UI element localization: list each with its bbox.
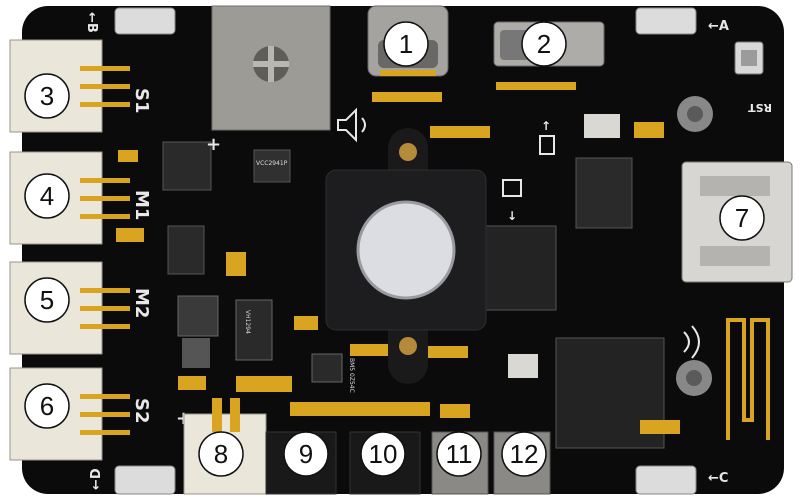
corner-connector-bottom-right <box>635 465 697 495</box>
callouts: 1 2 3 4 5 6 7 8 <box>24 21 765 477</box>
left-connectors <box>9 39 130 461</box>
callout-3-label: 3 <box>40 81 54 111</box>
side-label-s1: S1 <box>131 88 152 114</box>
crystal-top <box>584 114 620 138</box>
side-label-m1: M1 <box>131 190 152 220</box>
callout-1-label: 1 <box>399 29 413 59</box>
callout-10: 10 <box>360 431 406 477</box>
chip-vcc-label: VCC2941P <box>256 160 288 167</box>
callout-10-label: 10 <box>369 439 398 469</box>
corner-label-b: ←B <box>84 12 99 33</box>
corner-connector-top-left <box>114 7 176 35</box>
callout-2: 2 <box>521 21 567 67</box>
chip-top-left <box>162 141 212 191</box>
svg-text:↓: ↓ <box>507 209 517 223</box>
callout-9: 9 <box>283 431 329 477</box>
small-pads <box>116 82 680 434</box>
callout-2-label: 2 <box>537 29 551 59</box>
callout-11-label: 11 <box>446 439 473 469</box>
callout-7-label: 7 <box>735 203 749 233</box>
inductor <box>177 295 219 337</box>
side-label-m2: M2 <box>131 288 152 318</box>
chip-icon <box>502 179 522 197</box>
chip-mid-left <box>167 225 205 275</box>
side-label-s2: S2 <box>131 398 152 424</box>
callout-12: 12 <box>501 431 547 477</box>
chip-vh-label: VH1294 <box>244 310 251 334</box>
chip-right <box>575 157 633 229</box>
callout-1: 1 <box>383 21 429 67</box>
callout-6-label: 6 <box>40 391 54 421</box>
callout-4: 4 <box>24 173 70 219</box>
sd-card-icon <box>539 135 555 155</box>
callout-7: 7 <box>719 195 765 241</box>
chip-vh <box>235 299 273 361</box>
camera-lens <box>356 200 456 300</box>
callout-8-label: 8 <box>214 439 228 469</box>
callout-6: 6 <box>24 383 70 429</box>
corner-label-a: ←A <box>708 19 729 34</box>
reset-label: RST <box>748 101 772 114</box>
regulator <box>182 338 210 368</box>
chip-center-right <box>483 225 557 311</box>
callout-12-label: 12 <box>510 439 539 469</box>
plus-label-top: + <box>206 134 221 155</box>
crystal-bottom <box>508 354 538 378</box>
wifi-icon <box>683 325 700 359</box>
callout-4-label: 4 <box>40 181 54 211</box>
corner-label-d: ←D <box>89 468 104 490</box>
callout-9-label: 9 <box>299 439 313 469</box>
callout-5: 5 <box>24 277 70 323</box>
callout-11: 11 <box>436 431 482 477</box>
chip-bm <box>311 353 343 383</box>
antenna-trace <box>726 318 770 440</box>
callout-3: 3 <box>24 73 70 119</box>
chip-bm-label: BM5 0Z54C <box>348 358 355 393</box>
callout-5-label: 5 <box>40 285 54 315</box>
callout-8: 8 <box>198 431 244 477</box>
svg-text:↑: ↑ <box>541 119 551 133</box>
corner-connector-bottom-left <box>114 465 176 495</box>
corner-label-c: ←C <box>708 471 728 486</box>
chip-vcc <box>253 149 291 183</box>
corner-connector-top-right <box>635 7 697 35</box>
speaker-icon <box>337 107 357 143</box>
